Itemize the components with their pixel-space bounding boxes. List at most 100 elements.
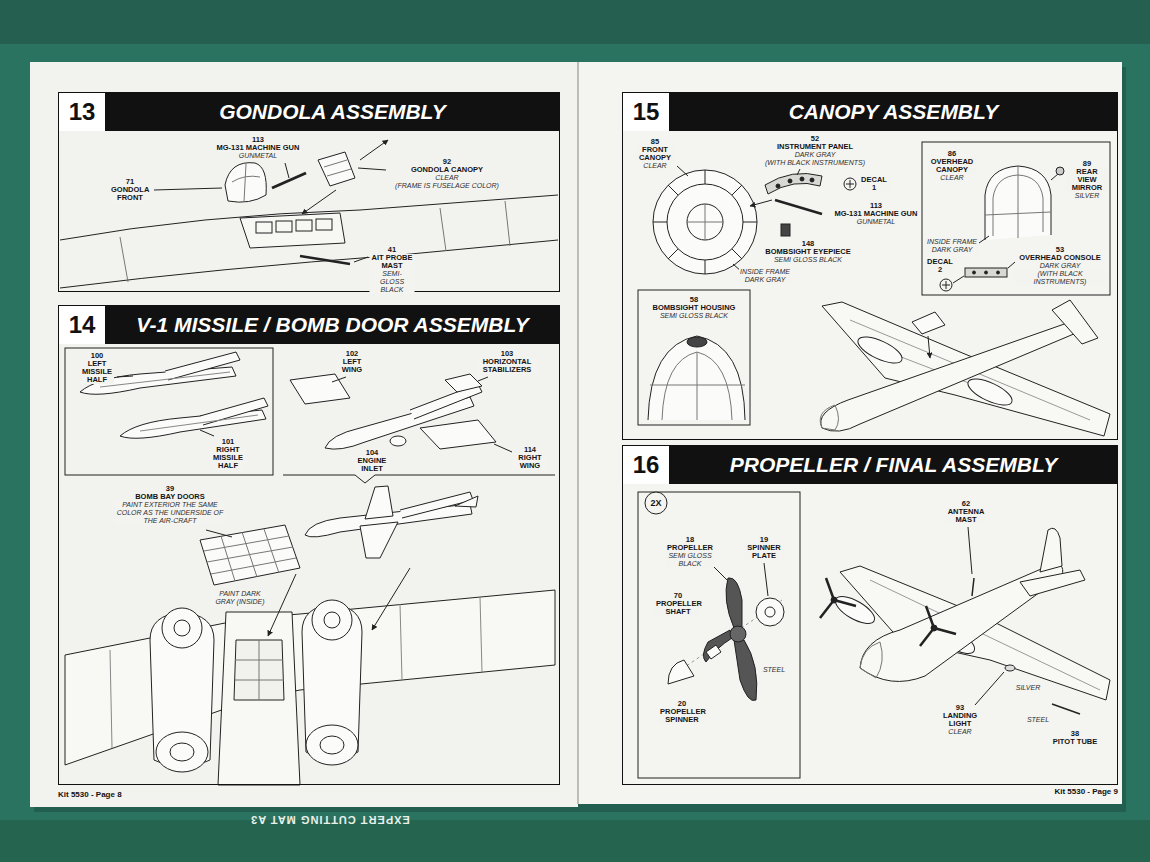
propeller-illustration [668, 660, 694, 684]
aircraft-top-view [912, 312, 945, 334]
callout-number: 104 [365, 449, 380, 457]
canopy-illustration [797, 169, 800, 175]
gondola-illustration [272, 173, 306, 188]
step-title: V-1 MISSILE / BOMB DOOR ASSEMBLY [106, 306, 559, 344]
paint-note: GUNMETAL [856, 218, 896, 226]
propeller-illustration [703, 630, 732, 662]
aircraft-top-view [964, 374, 1015, 411]
v1-missile-illustration [200, 398, 268, 425]
paint-note: SILVER [1074, 192, 1101, 200]
v1-missile-illustration [365, 486, 393, 519]
callout-number: 39 [165, 485, 175, 493]
propeller-illustration [714, 567, 727, 580]
paint-note: SEMI GLOSS BLACK [773, 256, 843, 264]
canopy-illustration [677, 166, 688, 176]
part-name: RIGHT WING [513, 454, 547, 470]
v1-missile-illustration [100, 372, 230, 387]
callout-number: 102 [345, 350, 360, 358]
aircraft-final-view [1052, 704, 1080, 714]
paint-note: DARK GRAY [1039, 262, 1082, 270]
part-name: RIGHT MISSILE HALF [210, 446, 246, 470]
v1-missile-illustration [206, 530, 232, 537]
canopy-illustration [985, 271, 988, 274]
gondola-illustration [358, 168, 386, 170]
paint-note: GUNMETAL [238, 152, 278, 160]
canopy-illustration [985, 166, 1051, 240]
paint-note: CLEAR [939, 174, 964, 182]
gondola-illustration [120, 201, 510, 282]
canopy-illustration [653, 170, 757, 274]
v1-missile-illustration [162, 608, 202, 648]
aircraft-final-view [975, 672, 1004, 705]
canopy-illustration [985, 166, 1051, 238]
canopy-illustration [846, 180, 854, 188]
propeller-illustration [734, 640, 757, 701]
part-name: AIT PROBE MAST [370, 254, 415, 270]
v1-missile-illustration [455, 496, 478, 507]
propeller-illustration [645, 492, 667, 514]
canopy-illustration [810, 178, 814, 182]
callout-number: 18 [685, 536, 695, 544]
part-name: LEFT WING [337, 358, 367, 374]
aircraft-top-view [854, 332, 905, 369]
callout-number: 71 [125, 178, 135, 186]
part-name: FRONT CANOPY [635, 146, 675, 162]
aircraft-top-view [821, 320, 1088, 431]
canopy-illustration [1008, 262, 1015, 268]
v1-missile-illustration [200, 430, 214, 436]
canopy-illustration [1051, 174, 1058, 180]
v1-missile-illustration [65, 348, 555, 785]
page-paper [577, 62, 579, 804]
part-name: BOMB BAY DOORS [134, 493, 206, 501]
part-name: HORIZONTAL STABILIZERS [476, 358, 538, 374]
v1-missile-illustration [65, 590, 555, 765]
gondola-illustration [324, 160, 351, 176]
paint-note: (FRAME IS FUSELAGE COLOR) [394, 182, 500, 190]
page-sheet: Kit 5530 - Page 915CANOPY ASSEMBLY16PROP… [578, 62, 1122, 804]
v1-missile-illustration [306, 725, 358, 765]
canopy-illustration [997, 271, 1000, 274]
canopy-illustration [788, 179, 792, 183]
v1-missile-illustration [235, 640, 284, 700]
propeller-illustration [730, 626, 746, 642]
propeller-illustration [706, 645, 721, 659]
canopy-illustration [953, 276, 964, 283]
propeller-illustration [638, 492, 800, 778]
part-name: GONDOLA CANOPY [410, 166, 484, 174]
callout-number: 113 [869, 202, 883, 210]
callout-number: 19 [759, 536, 769, 544]
v1-missile-illustration [120, 410, 266, 438]
gondola-illustration [60, 140, 558, 288]
step-panel: 14V-1 MISSILE / BOMB DOOR ASSEMBLY [58, 305, 560, 785]
callout-number: 20 [677, 700, 687, 708]
gondola-illustration [316, 219, 332, 230]
aircraft-final-view [831, 597, 837, 603]
canopy-illustration [650, 352, 745, 420]
page-sheet: Kit 5530 - Page 813GONDOLA ASSEMBLY14V-1… [30, 62, 578, 807]
gondola-illustration [285, 163, 289, 178]
callout-number: 101 [221, 438, 236, 446]
canopy-illustration [942, 281, 950, 289]
canopy-illustration [781, 224, 790, 236]
propeller-illustration [764, 563, 768, 596]
callout-number: 58 [689, 296, 699, 304]
gondola-illustration [360, 140, 388, 160]
v1-missile-illustration [445, 374, 482, 392]
paint-note: (WITH BLACK INSTRUMENTS) [1015, 270, 1105, 286]
paint-note: (WITH BLACK INSTRUMENTS) [764, 159, 866, 167]
v1-missile-illustration [478, 377, 488, 381]
callout-number: 92 [442, 158, 452, 166]
canopy-illustration [844, 178, 856, 190]
part-name: ANTENNA MAST [946, 508, 986, 524]
step-number: 14 [59, 306, 106, 344]
callout-number: 114 [523, 446, 537, 454]
canopy-illustration [776, 184, 780, 188]
canopy-illustration [687, 204, 723, 240]
step-title: CANOPY ASSEMBLY [670, 93, 1117, 131]
propeller-illustration [638, 492, 800, 778]
v1-missile-illustration [360, 522, 398, 558]
aircraft-top-view [1052, 300, 1098, 344]
v1-missile-illustration [204, 529, 296, 581]
